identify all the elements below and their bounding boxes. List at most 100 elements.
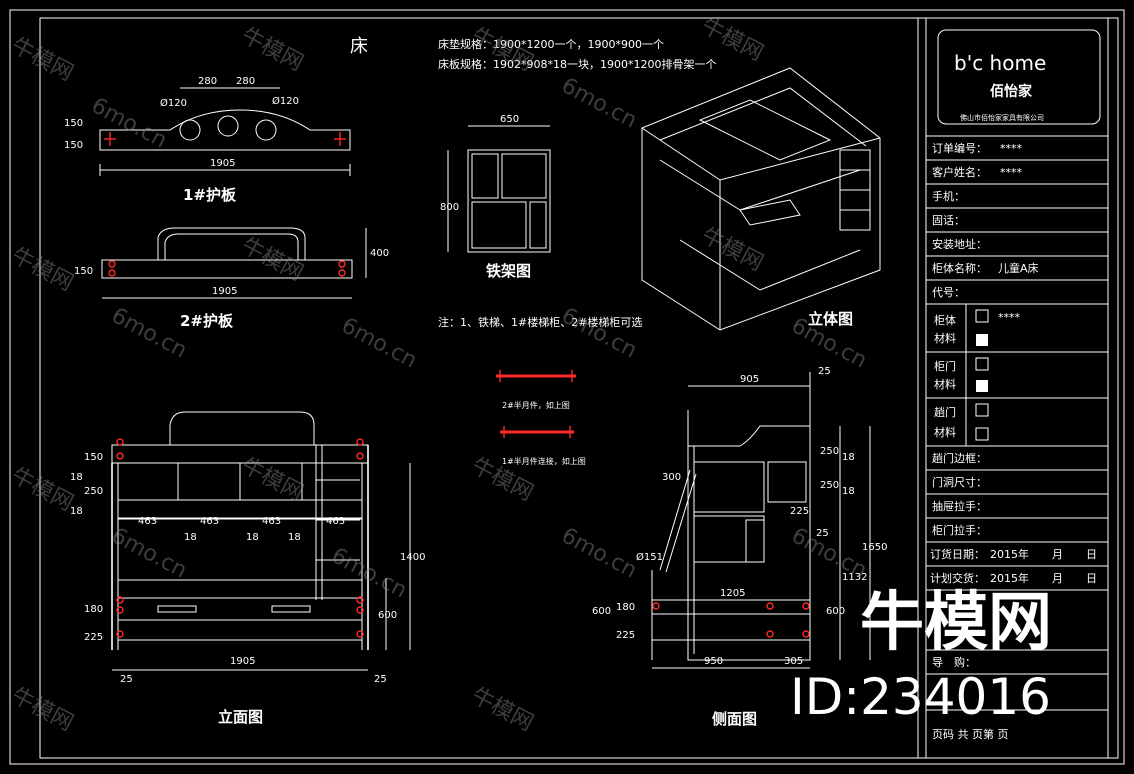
wm-brand-12: 牛模网	[697, 223, 767, 276]
dim-front-18-c: 18	[184, 532, 197, 543]
dim-side-250-a: 250	[820, 446, 839, 457]
dim-1905-b: 1905	[212, 286, 237, 297]
wm-brand-5: 牛模网	[7, 243, 77, 296]
wm-id: ID:234016	[790, 668, 1051, 726]
label-iron-frame: 铁架图	[486, 262, 531, 280]
front-elevation	[111, 411, 411, 671]
plan-day: 日	[1086, 572, 1097, 585]
dim-463-d: 463	[326, 516, 345, 527]
guard-board-1	[99, 87, 351, 176]
dim-side-25-a: 25	[818, 366, 831, 377]
dim-800: 800	[440, 202, 459, 213]
row-label-0: 订单编号：	[932, 141, 987, 155]
material-2-line2: 材料	[934, 425, 956, 439]
side-elevation	[651, 372, 871, 669]
dim-305: 305	[784, 656, 803, 667]
drawing-frame	[39, 17, 1119, 759]
wm-site-5: 6mo.cn	[107, 303, 191, 363]
order-day: 日	[1086, 548, 1097, 561]
dim-463-a: 463	[138, 516, 157, 527]
material-2-line1: 趟门	[934, 405, 956, 419]
row-label-4: 安装地址：	[932, 237, 987, 251]
dim-150-b: 150	[64, 118, 83, 129]
row-label-2: 手机：	[932, 189, 965, 203]
wm-site-9: 6mo.cn	[787, 523, 871, 583]
company-name: 佛山市佰怡家家具有限公司	[960, 113, 1044, 122]
dim-side-600-b: 600	[826, 606, 845, 617]
wm-brand-2: 牛模网	[237, 23, 307, 76]
dim-280-a: 280	[198, 76, 217, 87]
half-moon-1-label: 1#半月件连接，如上图	[502, 456, 586, 466]
label-guard-2: 2#护板	[180, 312, 234, 330]
dim-front-18-b: 18	[70, 506, 83, 517]
label-guard-1: 1#护板	[183, 186, 237, 204]
order-month: 月	[1052, 548, 1063, 561]
wm-site-6: 6mo.cn	[327, 543, 411, 603]
guard-board-2	[101, 227, 367, 299]
dim-905: 905	[740, 374, 759, 385]
dim-front-18-a: 18	[70, 472, 83, 483]
dim-side-225-b: 225	[616, 630, 635, 641]
field-label-3: 柜门拉手：	[932, 523, 987, 537]
wm-brand-11: 牛模网	[467, 683, 537, 736]
note-options: 注：1、铁梯、1#楼梯柜、2#楼梯柜可选	[438, 315, 642, 329]
dim-300: 300	[662, 472, 681, 483]
brand-cn: 佰怡家	[990, 83, 1033, 100]
spec-mattress: 床垫规格：1900*1200一个，1900*900一个	[438, 37, 664, 51]
wm-brand-8: 牛模网	[237, 453, 307, 506]
dim-side-600-a: 600	[592, 606, 611, 617]
dim-dia120-a: Ø120	[160, 97, 187, 109]
drawing-title: 床	[350, 36, 368, 57]
code-label: 代号：	[932, 286, 965, 299]
page-footer: 页码 共 页第 页	[932, 727, 1009, 741]
dim-front-250: 250	[84, 486, 103, 497]
plan-date-value: 2015年	[990, 571, 1029, 585]
label-iso: 立体图	[808, 310, 853, 328]
brand-logo: b'c home	[954, 51, 1046, 75]
material-0-line1: 柜体	[934, 313, 956, 327]
material-1-line2: 材料	[934, 377, 956, 391]
dim-1132: 1132	[842, 572, 867, 583]
title-block	[917, 18, 1109, 758]
dim-1905-c: 1905	[230, 656, 255, 667]
wm-brand-9: 牛模网	[7, 463, 77, 516]
cabinet-name-label: 柜体名称：	[932, 261, 987, 275]
dim-front-225: 225	[84, 632, 103, 643]
isometric-view	[641, 67, 881, 331]
dim-dia120-b: Ø120	[272, 95, 299, 107]
dim-front-180: 180	[84, 604, 103, 615]
material-0-value: ****	[998, 311, 1021, 324]
dim-dia151: Ø151	[636, 551, 663, 563]
row-value-1: ****	[1000, 166, 1023, 179]
cabinet-name-value: 儿童A床	[998, 261, 1039, 275]
material-0-line2: 材料	[934, 331, 956, 345]
dim-front-600: 600	[378, 610, 397, 621]
dim-150-c: 150	[74, 266, 93, 277]
dim-front-18-e: 18	[288, 532, 301, 543]
dim-front-18-d: 18	[246, 532, 259, 543]
wm-site-7: 6mo.cn	[557, 523, 641, 583]
row-label-1: 客户姓名：	[932, 165, 987, 179]
dim-side-250-b: 250	[820, 480, 839, 491]
material-1-line1: 柜门	[934, 359, 956, 373]
dim-650: 650	[500, 114, 519, 125]
dim-25-a: 25	[120, 674, 133, 685]
dim-side-225: 225	[790, 506, 809, 517]
label-front: 立面图	[218, 708, 263, 726]
field-label-0: 趟门边框：	[932, 451, 987, 465]
field-label-1: 门洞尺寸：	[932, 475, 987, 489]
spec-board: 床板规格：1902*908*18一块，1900*1200排骨架一个	[438, 57, 716, 71]
wm-site-4: 6mo.cn	[557, 303, 641, 363]
dim-1205: 1205	[720, 588, 745, 599]
dim-280-b: 280	[236, 76, 255, 87]
half-moon-2-label: 2#半月件，如上图	[502, 400, 570, 410]
dim-1400: 1400	[400, 552, 425, 563]
wm-brand-large: 牛模网	[860, 586, 1052, 660]
label-side: 侧面图	[712, 710, 757, 728]
plan-date-label: 计划交货：	[930, 571, 985, 585]
field-label-2: 抽屉拉手：	[932, 499, 987, 513]
dim-side-180: 180	[616, 602, 635, 613]
dim-150-a: 150	[64, 140, 83, 151]
dim-400: 400	[370, 248, 389, 259]
